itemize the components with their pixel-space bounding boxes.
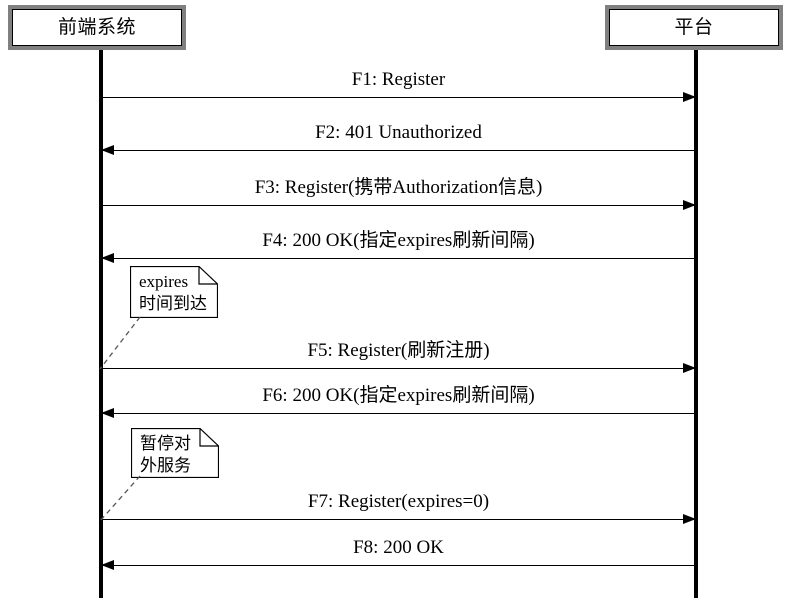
note-expires-line-1: expires [139, 272, 189, 291]
arrowhead-left-icon [101, 253, 114, 263]
message-line-f5 [101, 368, 696, 369]
message-label-f7: F7: Register(expires=0) [307, 491, 490, 512]
actor-box-frontend[interactable]: 前端系统 [8, 5, 186, 50]
message-label-f3: F3: Register(携带Authorization信息) [254, 177, 543, 198]
note-folded-corner-icon [130, 266, 218, 318]
arrowhead-right-icon [683, 514, 696, 524]
actor-label-frontend: 前端系统 [57, 17, 136, 38]
message-line-f7 [101, 519, 696, 520]
actor-label-platform: 平台 [674, 17, 714, 38]
message-label-f2: F2: 401 Unauthorized [315, 122, 482, 143]
message-label-f5: F5: Register(刷新注册) [307, 340, 490, 361]
note-suspend-service[interactable]: 暂停对 外服务 [131, 428, 219, 478]
note-suspend-line-2: 外服务 [140, 456, 191, 475]
note-folded-corner-icon [131, 428, 219, 478]
lifeline-platform [694, 50, 698, 598]
message-label-f1: F1: Register [351, 69, 446, 90]
message-line-f3 [101, 205, 696, 206]
lifeline-frontend [99, 50, 103, 598]
arrowhead-left-icon [101, 408, 114, 418]
message-label-f4: F4: 200 OK(指定expires刷新间隔) [262, 230, 535, 251]
message-label-f8: F8: 200 OK [353, 537, 444, 558]
arrowhead-left-icon [101, 560, 114, 570]
note-connector-expires [99, 316, 141, 370]
note-suspend-line-1: 暂停对 [140, 434, 191, 453]
message-line-f1 [101, 97, 696, 98]
arrowhead-right-icon [683, 200, 696, 210]
message-line-f4 [101, 258, 696, 259]
message-line-f6 [101, 413, 696, 414]
note-connector-suspend-service [99, 475, 141, 522]
arrowhead-right-icon [683, 92, 696, 102]
note-expires[interactable]: expires 时间到达 [130, 266, 218, 318]
arrowhead-left-icon [101, 145, 114, 155]
note-suspend-service-text: 暂停对 外服务 [131, 428, 219, 477]
note-expires-line-2: 时间到达 [139, 294, 207, 313]
message-line-f2 [101, 150, 696, 151]
actor-box-platform[interactable]: 平台 [605, 5, 783, 50]
message-line-f8 [101, 565, 696, 566]
arrowhead-right-icon [683, 363, 696, 373]
note-expires-text: expires 时间到达 [130, 266, 218, 315]
message-label-f6: F6: 200 OK(指定expires刷新间隔) [262, 385, 535, 406]
